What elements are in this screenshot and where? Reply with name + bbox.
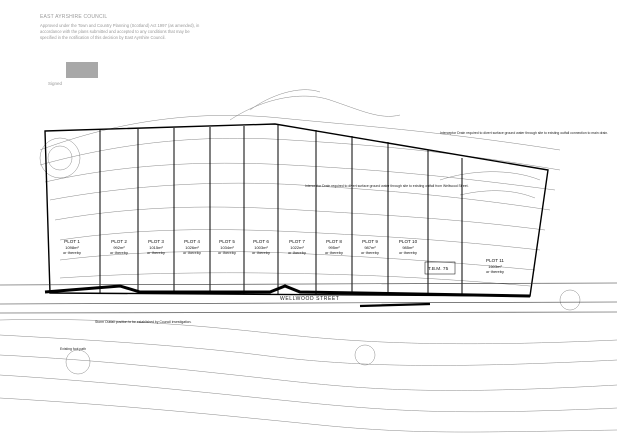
plot-area: 1022m²: [290, 245, 304, 250]
council-approval-stamp: EAST AYRSHIRE COUNCIL Approved under the…: [40, 14, 270, 86]
plot-note: or thereby: [147, 250, 165, 255]
plot-note: or thereby: [63, 250, 81, 255]
plot-note: or thereby: [110, 250, 128, 255]
plot-note: or thereby: [183, 250, 201, 255]
plot-note: or thereby: [288, 250, 306, 255]
stamp-line-3: specified in the notification of this de…: [40, 35, 166, 41]
road-footway: [44, 284, 531, 298]
plot-area: 1026m²: [185, 245, 199, 250]
plot-area: 985m²: [402, 245, 414, 250]
plot-name: PLOT 5: [219, 239, 235, 244]
plot-note: or thereby: [252, 250, 270, 255]
plot-dividers: [99, 124, 463, 294]
plot-area: 1034m²: [220, 245, 234, 250]
plot-area: 995m²: [328, 245, 340, 250]
plot-area: 1098m²: [65, 245, 79, 250]
plot-name: PLOT 3: [148, 239, 164, 244]
plot-note: or thereby: [325, 250, 343, 255]
tbm-label: T.B.M. 75: [428, 266, 449, 272]
street-name: WELLWOOD STREET: [280, 296, 339, 302]
signed-label: Signed: [48, 81, 63, 86]
stamp-title: EAST AYRSHIRE COUNCIL: [40, 14, 108, 20]
plot-name: PLOT 7: [289, 239, 305, 244]
plot-name: PLOT 4: [184, 239, 200, 244]
plot-name: PLOT 8: [326, 239, 342, 244]
plot-note: or thereby: [218, 250, 236, 255]
footpath-note: Existing foot path: [60, 347, 86, 351]
plot-area: 1603m²: [488, 264, 502, 269]
plot-area: 1015m²: [149, 245, 163, 250]
road-kerb-bottom: [0, 301, 617, 305]
drain-note-top: Interceptor Drain required to divert sur…: [440, 131, 608, 135]
stamp-line-2: accordance with the plans submitted and …: [40, 29, 190, 35]
road-kerb-top: [0, 282, 617, 286]
plot-area: 987m²: [364, 245, 376, 250]
tbm-box: [424, 261, 456, 275]
plot-name: PLOT 10: [399, 239, 418, 244]
plot-name: PLOT 11: [486, 258, 504, 263]
plot-name: PLOT 1: [64, 239, 80, 244]
drain-note-mid: Interceptor Drain required to divert sur…: [305, 184, 469, 188]
plot-note: or thereby: [361, 250, 379, 255]
contour-lines: [0, 89, 617, 433]
plot-name: PLOT 2: [111, 239, 127, 244]
wellwood-street-road: WELLWOOD STREET: [0, 282, 617, 314]
drawing-notes: Interceptor Drain required to divert sur…: [60, 131, 608, 351]
plot-name: PLOT 6: [253, 239, 269, 244]
road-kerb-outer: [0, 311, 617, 314]
road-spur: [359, 302, 431, 308]
storm-outfall-note: Storm Outfall position to be established…: [95, 320, 192, 324]
plot-note: or thereby: [486, 269, 504, 274]
plot-area: 992m²: [113, 245, 125, 250]
signature-box: [66, 62, 98, 78]
plot-area: 1003m²: [254, 245, 268, 250]
site-boundary: [44, 123, 549, 297]
stamp-line-1: Approved under the Town and Country Plan…: [40, 23, 200, 28]
plot-name: PLOT 9: [362, 239, 378, 244]
plot-note: or thereby: [399, 250, 417, 255]
